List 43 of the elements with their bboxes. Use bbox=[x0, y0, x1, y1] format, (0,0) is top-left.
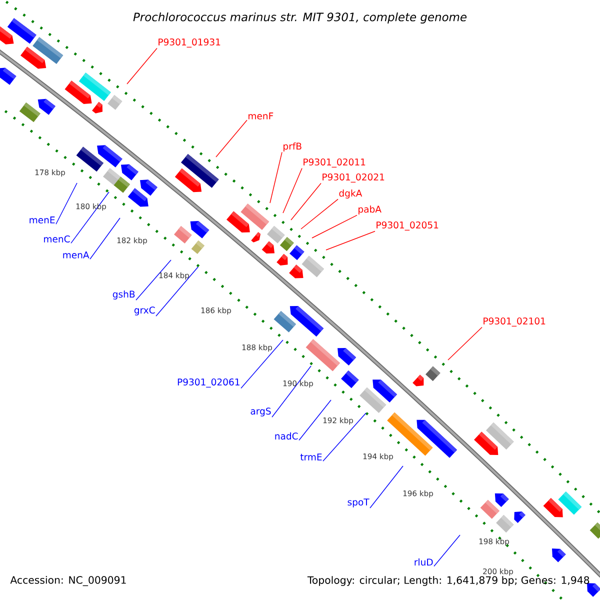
footer-text: Topology: circular; Length: 1,641,879 bp; Genes: 1,948 bbox=[307, 576, 590, 586]
leader-line bbox=[272, 366, 312, 418]
gene-label: grxC bbox=[134, 306, 155, 316]
leader-line bbox=[322, 412, 366, 462]
gene-label: rluD bbox=[414, 558, 433, 566]
gene-label: prfB bbox=[284, 142, 302, 152]
gene-label: P9301_02021 bbox=[322, 173, 384, 183]
gene-label: menE bbox=[30, 216, 55, 224]
leader-line bbox=[298, 400, 332, 441]
leader-line bbox=[312, 214, 358, 238]
gene-label: P9301_01931 bbox=[158, 38, 220, 48]
gene-label: nadC bbox=[275, 432, 298, 440]
gene-label: gshB bbox=[112, 290, 135, 300]
gene-label: P9301_02061 bbox=[178, 378, 240, 388]
leader-line bbox=[136, 260, 172, 301]
leader-line bbox=[448, 326, 482, 360]
leader-line bbox=[370, 466, 404, 508]
gene-label: menF bbox=[248, 112, 274, 120]
leader-line bbox=[434, 534, 460, 567]
leader-line bbox=[326, 230, 376, 250]
leader-line bbox=[240, 340, 284, 389]
leader-line bbox=[90, 218, 120, 260]
gene-label: P9301_02011 bbox=[304, 158, 366, 168]
gene-label: pabA bbox=[358, 206, 382, 214]
leader-line bbox=[56, 182, 78, 224]
gene-label: spoT bbox=[348, 498, 370, 508]
gene-label: P9301_02051 bbox=[376, 221, 438, 231]
leader-line bbox=[156, 266, 198, 316]
gene-label: menA bbox=[63, 252, 90, 258]
leader-line bbox=[282, 168, 302, 214]
leader-line bbox=[70, 192, 110, 244]
gene-label: menC bbox=[44, 236, 70, 242]
leader-line bbox=[290, 182, 322, 220]
leader-line bbox=[126, 48, 158, 84]
leader-line bbox=[300, 198, 338, 230]
title: Prochlorococcus marinus str. MIT 9301, complete genome bbox=[133, 12, 467, 24]
gene-label: dgkA bbox=[339, 190, 362, 198]
leader-line bbox=[270, 152, 282, 204]
gene-label: P9301_02101 bbox=[484, 317, 546, 327]
leader-line bbox=[216, 120, 248, 158]
footer-text: Accession: NC_009091 bbox=[10, 576, 126, 586]
gene-label: argS bbox=[250, 408, 271, 416]
gene-label: trmE bbox=[300, 454, 322, 460]
